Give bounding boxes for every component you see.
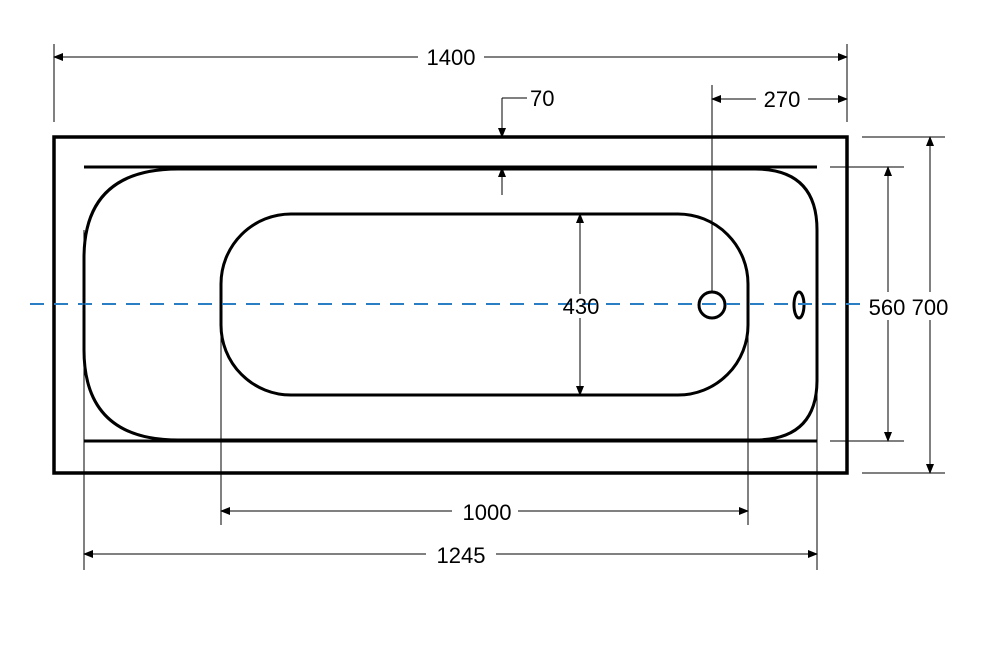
dim-label-inner-width: 430: [563, 294, 600, 319]
dim-label-rim-width: 70: [530, 86, 554, 111]
dim-label-overall-length: 1400: [427, 45, 476, 70]
dim-label-drain-offset: 270: [764, 87, 801, 112]
dim-label-basin-width: 560: [869, 295, 906, 320]
basin-outline: [82, 167, 819, 442]
dim-label-overall-width: 700: [912, 295, 949, 320]
inner-bottom-outline: [219, 212, 750, 397]
dim-label-inner-length: 1000: [463, 500, 512, 525]
dim-label-basin-length: 1245: [437, 543, 486, 568]
